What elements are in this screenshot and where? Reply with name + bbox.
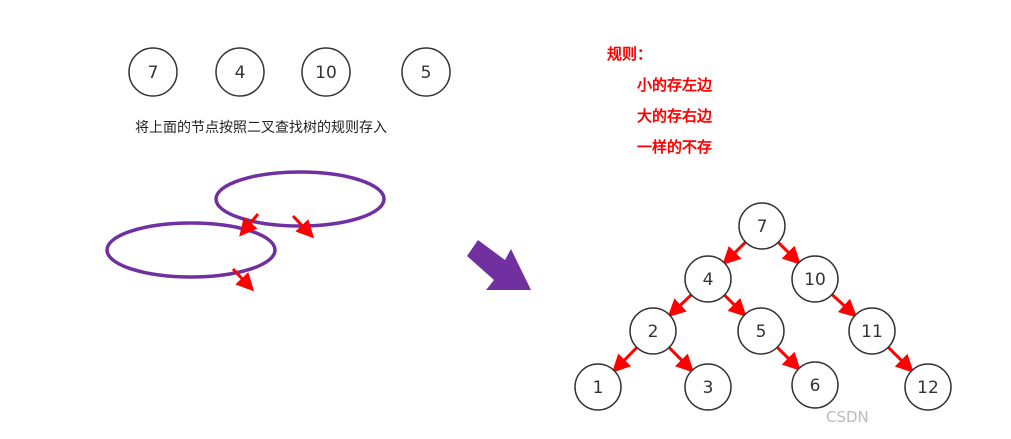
red-arrow xyxy=(239,213,260,237)
tree-node-label: 6 xyxy=(810,376,821,396)
tree-node-circle xyxy=(904,363,952,411)
tree-node-circle xyxy=(791,255,839,303)
input-node-label: 5 xyxy=(421,63,432,83)
input-node-label: 7 xyxy=(148,63,159,83)
input-node-circle xyxy=(301,47,351,97)
tree-node-circle xyxy=(574,363,622,411)
tree-node-label: 2 xyxy=(648,322,659,342)
tree-node-label: 10 xyxy=(804,270,826,290)
tree-edge xyxy=(667,293,693,318)
rule-line: 小的存左边 xyxy=(637,76,713,94)
tree-edge xyxy=(776,346,801,371)
tree-edge xyxy=(668,346,694,373)
tree-node-circle xyxy=(737,307,785,355)
rules-title: 规则： xyxy=(607,45,653,63)
tree-edge xyxy=(723,294,747,317)
tree-edge xyxy=(612,346,638,373)
tree-node-label: 11 xyxy=(861,322,883,342)
tree-node-label: 3 xyxy=(703,378,714,398)
tree-edge xyxy=(777,241,801,265)
input-node-circle xyxy=(215,47,265,97)
tree-node-label: 5 xyxy=(756,322,767,342)
tree-node-label: 12 xyxy=(917,378,939,398)
ellipse xyxy=(214,170,386,228)
tree-node-circle xyxy=(791,361,839,409)
caption: 将上面的节点按照二叉查找树的规则存入 xyxy=(135,120,387,136)
tree-edge xyxy=(830,293,858,318)
big-arrow-icon xyxy=(467,240,531,290)
rule-line: 一样的不存 xyxy=(637,138,713,156)
tree-node-circle xyxy=(629,307,677,355)
tree-edge xyxy=(887,346,914,373)
tree-node-circle xyxy=(684,255,732,303)
tree-node-label: 7 xyxy=(757,217,768,237)
input-node-circle xyxy=(128,47,178,97)
tree-node-circle xyxy=(738,202,786,250)
tree-edge xyxy=(722,241,747,265)
input-node-label: 4 xyxy=(235,63,246,83)
tree-node-label: 4 xyxy=(703,270,714,290)
tree-node-circle xyxy=(848,307,896,355)
watermark: CSDN xyxy=(826,408,869,426)
rule-line: 大的存右边 xyxy=(637,107,713,125)
red-arrow xyxy=(231,267,255,292)
input-node-label: 10 xyxy=(315,63,337,83)
input-node-circle xyxy=(401,47,451,97)
tree-node-label: 1 xyxy=(593,378,604,398)
ellipse xyxy=(105,221,277,279)
red-arrow xyxy=(291,214,315,239)
tree-node-circle xyxy=(684,363,732,411)
